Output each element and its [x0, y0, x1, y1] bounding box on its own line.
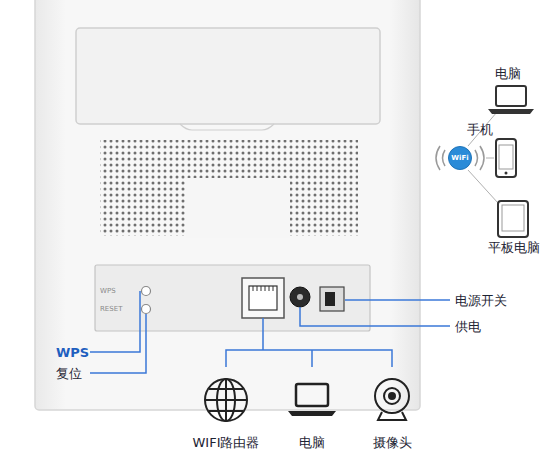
dc-jack — [290, 287, 310, 307]
reset-leader — [90, 314, 146, 373]
network-port — [242, 278, 284, 318]
port-pins — [253, 286, 273, 291]
vent-cutout — [186, 178, 290, 238]
part-label: 电源开关 — [455, 293, 507, 309]
panel-print: WPS — [100, 287, 116, 295]
camera-icon — [375, 379, 409, 420]
wps-button — [142, 287, 151, 296]
badge-text: WiFi — [451, 155, 468, 162]
wifi-links — [468, 112, 498, 203]
wifi-waves — [436, 146, 484, 170]
power-switch-lever — [325, 292, 335, 306]
power-leader — [300, 307, 450, 326]
reset-button — [142, 305, 151, 314]
device-label: 手机 — [467, 122, 493, 138]
lid-panel — [76, 28, 380, 124]
part-label: WPS — [56, 345, 89, 361]
port-leader — [226, 318, 392, 367]
phone-icon — [496, 139, 516, 177]
router-body — [35, 0, 420, 410]
part-label: 供电 — [455, 319, 481, 335]
wps-leader — [90, 291, 140, 352]
panel-print: RESET — [100, 305, 122, 313]
device-label: 摄像头 — [373, 435, 412, 451]
lid-notch — [180, 124, 274, 130]
laptop-icon — [288, 384, 336, 416]
part-label: 复位 — [56, 366, 82, 382]
device-label: 电脑 — [495, 66, 521, 82]
laptop-device-icon — [488, 86, 534, 114]
globe-icon — [205, 379, 247, 421]
network-port-socket — [249, 286, 277, 310]
device-label: 平板电脑 — [488, 240, 540, 256]
dc-jack-pin — [297, 294, 303, 300]
wifi-badge: WiFi — [448, 146, 472, 170]
switch-leader — [345, 299, 450, 301]
device-label: 电脑 — [299, 435, 325, 451]
device-label: WIFI路由器 — [193, 435, 260, 451]
power-switch — [320, 287, 344, 311]
tablet-icon — [498, 201, 528, 237]
port-panel — [95, 265, 370, 331]
